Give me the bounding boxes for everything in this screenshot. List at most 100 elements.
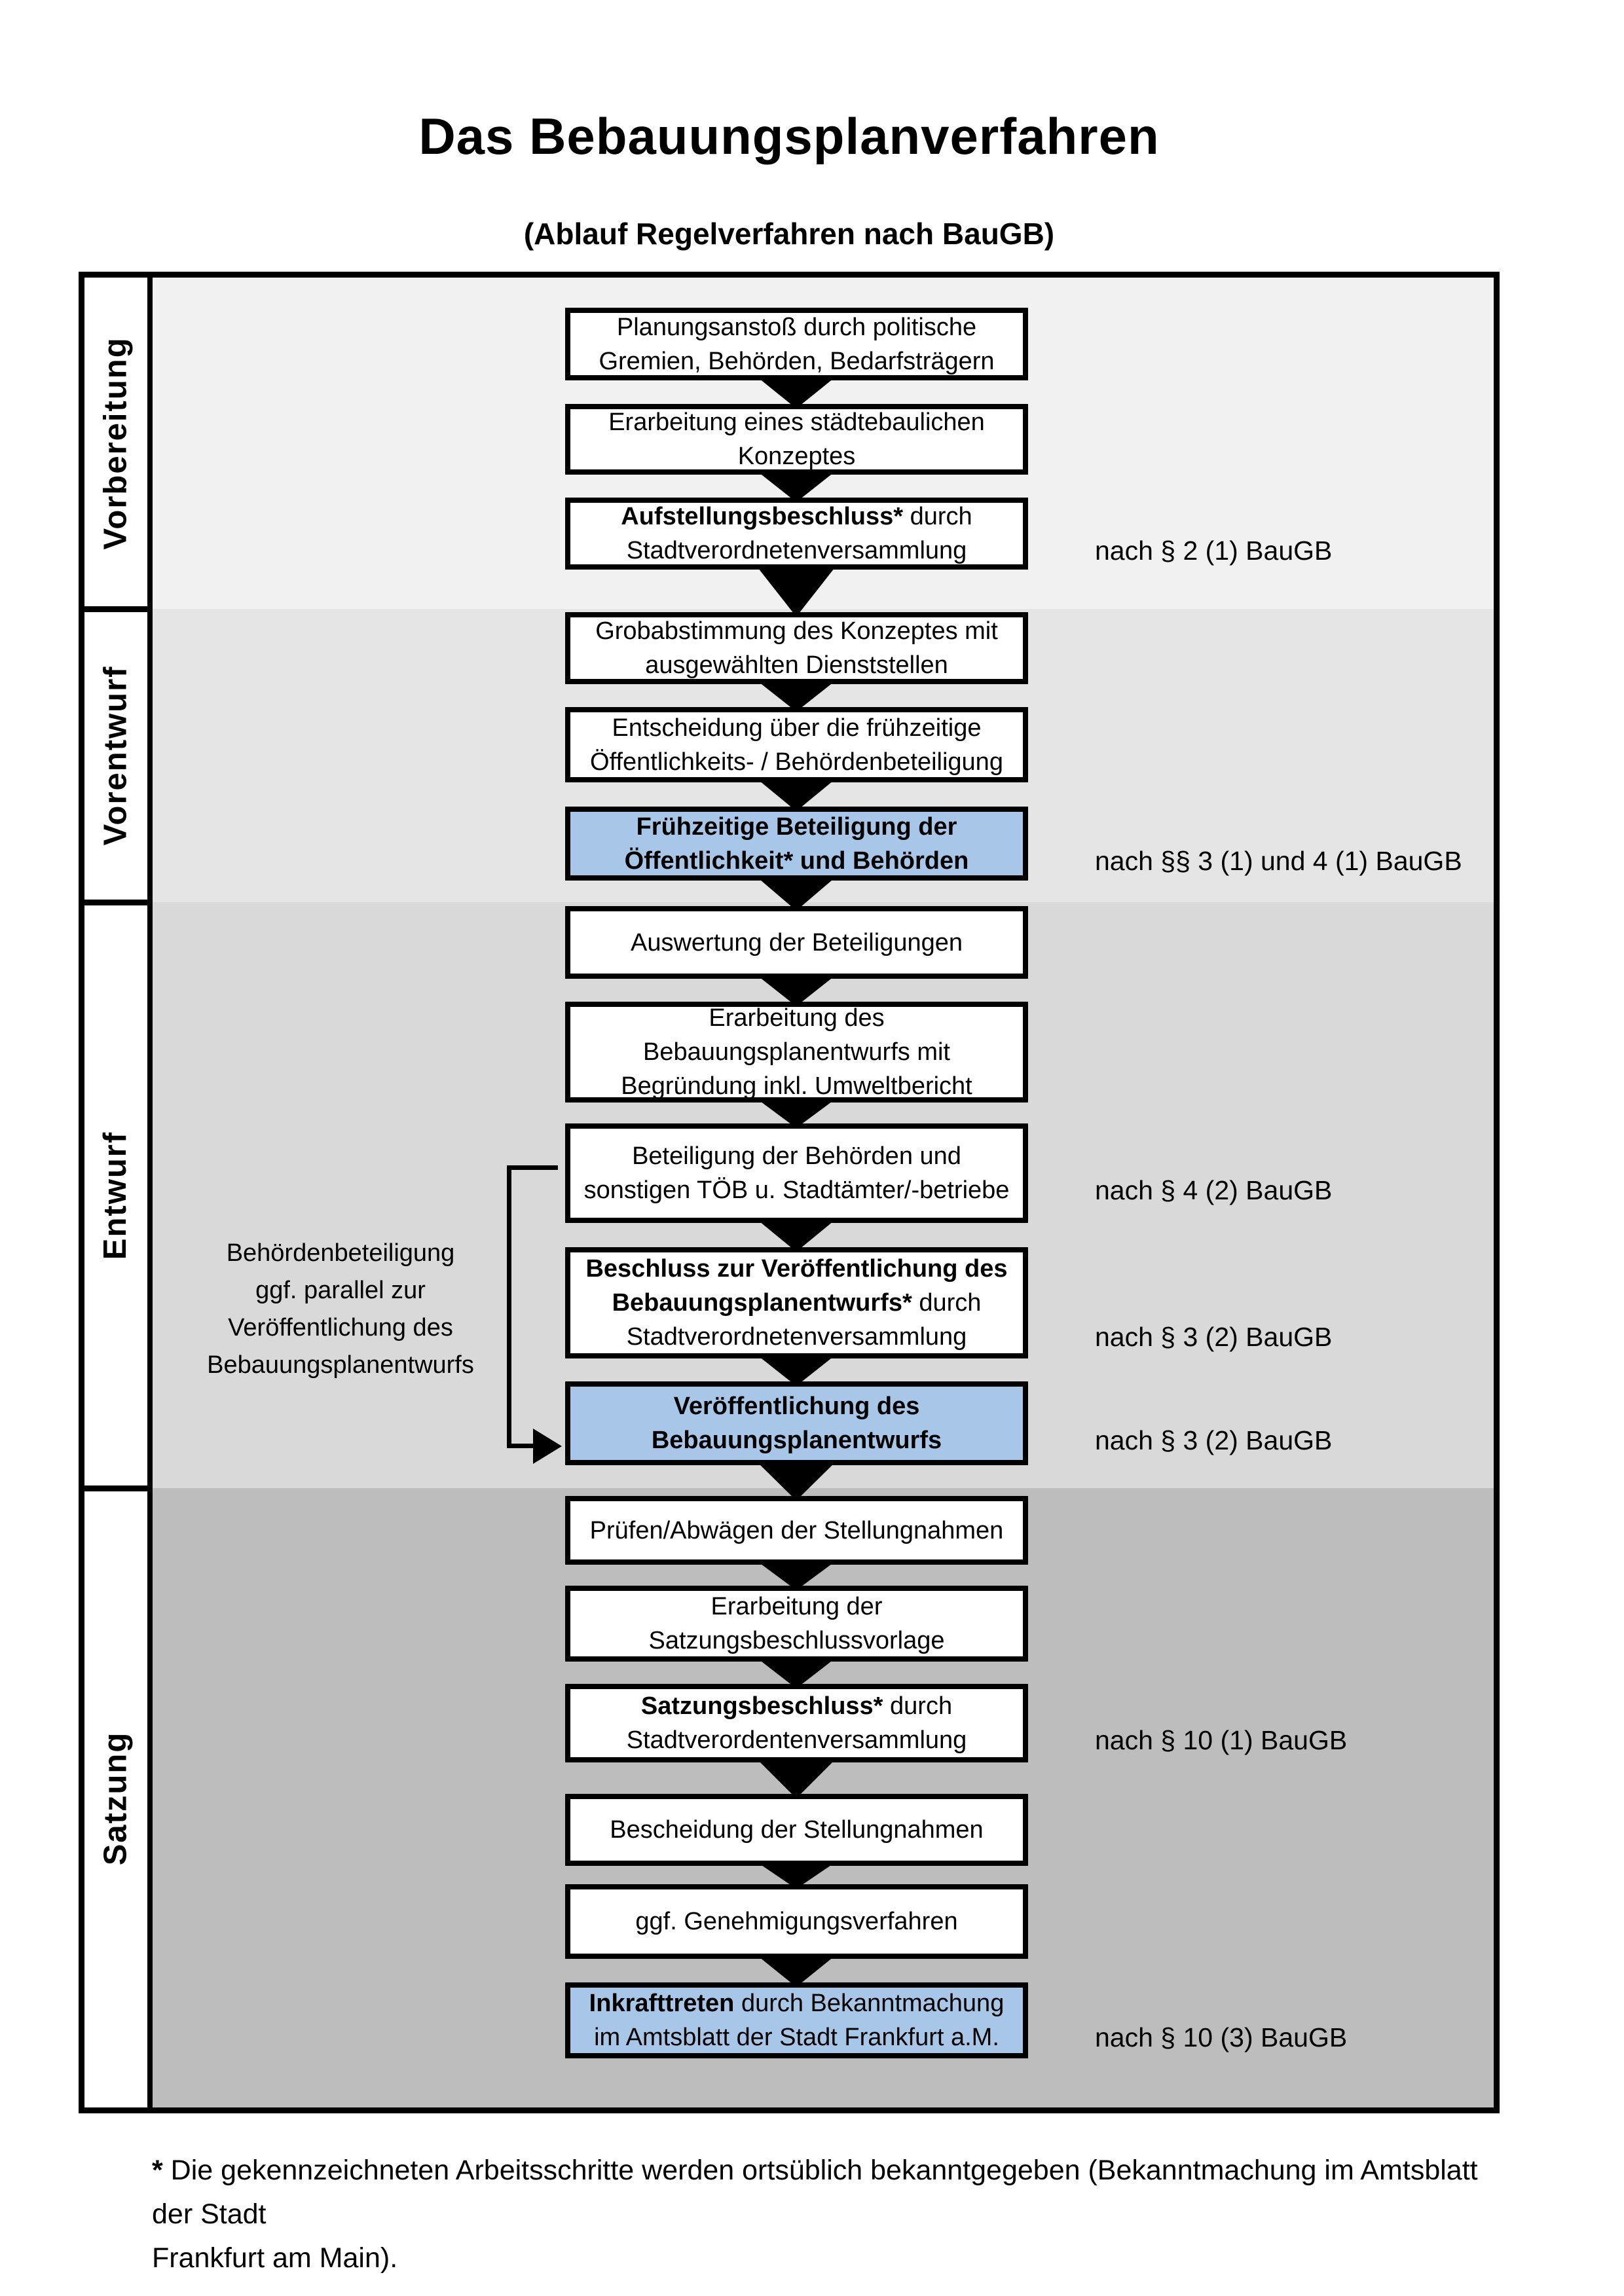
step-line: Aufstellungsbeschluss* durch	[621, 500, 972, 534]
footnote-line: * Die gekennzeichneten Arbeitsschritte w…	[152, 2149, 1521, 2236]
step-box: ggf. Genehmigungsverfahren	[565, 1884, 1028, 1959]
step-line: Bescheidung der Stellungnahmen	[610, 1813, 983, 1847]
footnote-text: Die gekennzeichneten Arbeitsschritte wer…	[152, 2155, 1494, 2230]
step-line: Erarbeitung eines städtebaulichen	[608, 405, 985, 439]
step-text: Konzeptes	[737, 443, 856, 470]
step-box: Bescheidung der Stellungnahmen	[565, 1794, 1028, 1866]
connector-arrowhead-icon	[533, 1429, 562, 1464]
step-line: Beteiligung der Behörden und	[632, 1139, 961, 1173]
parallel-note-line: Behördenbeteiligung	[226, 1239, 455, 1267]
step-line: sonstigen TÖB u. Stadtämter/-betriebe	[584, 1173, 1010, 1207]
step-text: Stadtverordnetenversammlung	[626, 537, 967, 564]
step-text-bold: Satzungsbeschluss*	[640, 1692, 883, 1720]
step-line: Stadtverordentenversammlung	[627, 1723, 967, 1757]
step-line: Auswertung der Beteiligungen	[631, 926, 963, 960]
down-arrow-icon	[756, 470, 837, 502]
connector-stub-bottom	[507, 1444, 536, 1448]
connector-stub-top	[507, 1165, 558, 1170]
step-text-bold: Beschluss zur Veröffentlichung des	[585, 1255, 1008, 1283]
phase-label-vorbereitung: Vorbereitung	[98, 336, 134, 550]
legal-ref: nach §§ 3 (1) und 4 (1) BauGB	[1095, 846, 1462, 876]
step-text: Bescheidung der Stellungnahmen	[610, 1816, 984, 1844]
step-line: Bebauungsplanentwurfs* durch	[612, 1286, 982, 1320]
step-line: Begründung inkl. Umweltbericht	[621, 1069, 972, 1103]
step-text: Grobabstimmung des Konzeptes mit	[595, 617, 998, 645]
step-text-bold: Bebauungsplanentwurfs	[651, 1427, 942, 1454]
down-arrow-icon	[756, 1098, 837, 1128]
parallel-note-line: Veröffentlichung des	[228, 1314, 453, 1341]
phase-cell-vorbereitung: Vorbereitung	[84, 277, 147, 609]
phase-label-vorentwurf: Vorentwurf	[98, 665, 134, 846]
down-arrow-icon	[756, 1218, 837, 1252]
step-line: Konzeptes	[738, 439, 856, 473]
down-arrow-icon	[756, 1954, 837, 1987]
legal-ref: nach § 3 (2) BauGB	[1095, 1425, 1333, 1455]
footnote-text: Frankfurt am Main).	[152, 2242, 398, 2274]
step-line: Grobabstimmung des Konzeptes mit	[595, 614, 998, 648]
step-text: Stadtverordnetenversammlung	[626, 1323, 967, 1351]
step-line: Frühzeitige Beteiligung der	[637, 810, 957, 844]
down-arrow-icon	[756, 1758, 837, 1798]
step-line: Stadtverordnetenversammlung	[627, 1320, 967, 1354]
step-text: Satzungsbeschlussvorlage	[648, 1627, 945, 1654]
footnote-line: Frankfurt am Main).	[152, 2236, 1521, 2280]
step-line: Prüfen/Abwägen der Stellungnahmen	[590, 1514, 1004, 1548]
step-line: im Amtsblatt der Stadt Frankfurt a.M.	[594, 2020, 999, 2054]
step-line: ggf. Genehmigungsverfahren	[635, 1904, 957, 1939]
step-text-bold: Aufstellungsbeschluss*	[621, 503, 904, 530]
step-line: Satzungsbeschluss* durch	[641, 1689, 952, 1723]
footnote-asterisk: *	[152, 2155, 163, 2186]
down-arrow-icon	[756, 1354, 837, 1386]
legal-ref: nach § 3 (2) BauGB	[1095, 1322, 1333, 1352]
page-title: Das Bebauungsplanverfahren	[418, 107, 1160, 165]
down-arrow-icon	[756, 565, 837, 617]
step-box: Grobabstimmung des Konzeptes mit ausgewäh…	[565, 612, 1028, 684]
down-arrow-icon	[756, 1657, 837, 1688]
down-arrow-icon	[756, 1461, 837, 1501]
step-text: Auswertung der Beteiligungen	[630, 928, 963, 957]
phase-cell-entwurf: Entwurf	[84, 902, 147, 1488]
footnote: * Die gekennzeichneten Arbeitsschritte w…	[152, 2149, 1521, 2280]
step-text: Planungsanstoß durch politische	[616, 313, 977, 341]
step-line: Inkrafttreten durch Bekanntmachung	[589, 1986, 1005, 2020]
step-text: durch	[883, 1692, 953, 1720]
phase-label-entwurf: Entwurf	[98, 1131, 134, 1260]
step-box: Inkrafttreten durch Bekanntmachung im Amt…	[565, 1982, 1028, 2058]
legal-ref: nach § 10 (1) BauGB	[1095, 1725, 1348, 1755]
parallel-note-line: Bebauungsplanentwurfs	[207, 1351, 474, 1379]
down-arrow-icon	[756, 680, 837, 712]
legal-ref: nach § 2 (1) BauGB	[1095, 536, 1333, 566]
down-arrow-icon	[756, 876, 837, 911]
step-text: Erarbeitung der	[710, 1593, 883, 1620]
step-line: Beschluss zur Veröffentlichung des	[585, 1252, 1007, 1286]
step-line: Bebauungsplanentwurfs mit	[643, 1035, 950, 1069]
legal-ref: nach § 4 (2) BauGB	[1095, 1175, 1333, 1205]
phase-column-divider	[147, 277, 153, 2108]
down-arrow-icon	[756, 974, 837, 1006]
step-text: Prüfen/Abwägen der Stellungnahmen	[589, 1516, 1004, 1544]
step-text-bold: Inkrafttreten	[589, 1990, 735, 2017]
step-text-bold: Bebauungsplanentwurfs*	[612, 1289, 912, 1317]
phase-separator	[84, 606, 147, 612]
step-text: ausgewählten Dienststellen	[645, 651, 948, 679]
step-line: Erarbeitung der	[711, 1590, 883, 1624]
down-arrow-icon	[756, 376, 837, 409]
step-text: durch Bekanntmachung	[734, 1990, 1005, 2017]
step-text: im Amtsblatt der Stadt Frankfurt a.M.	[594, 2024, 999, 2051]
parallel-note-line: ggf. parallel zur	[255, 1277, 426, 1304]
phase-label-satzung: Satzung	[98, 1731, 134, 1865]
step-text: Stadtverordentenversammlung	[626, 1726, 967, 1754]
step-line: Öffentlichkeit* und Behörden	[625, 844, 969, 878]
